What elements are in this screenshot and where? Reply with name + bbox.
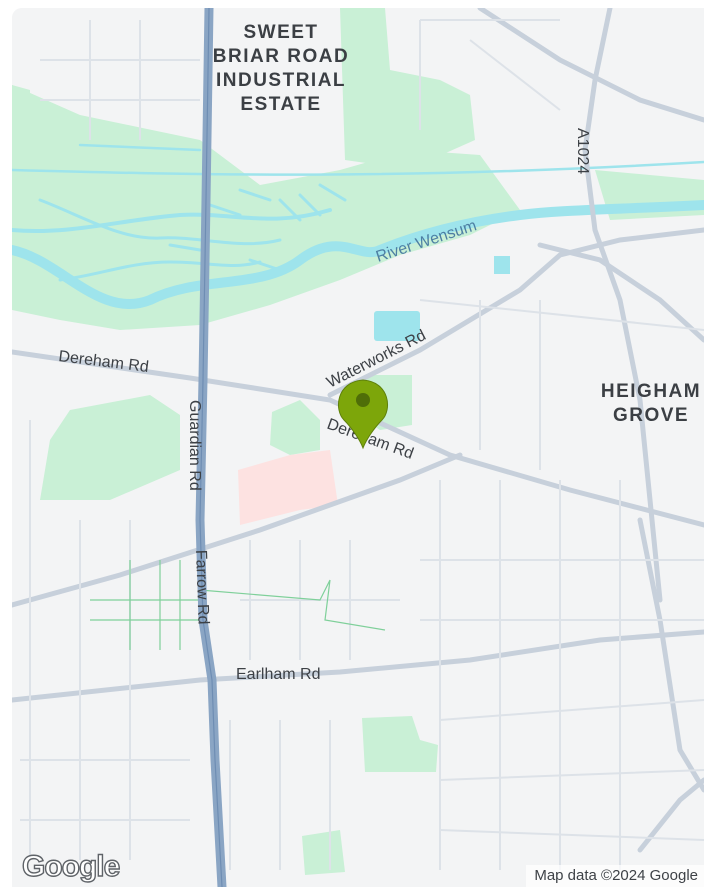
park-west-edge: [12, 85, 30, 180]
district-line: SWEET: [243, 22, 318, 43]
secondary-roads: [12, 8, 704, 853]
commercial-area: [238, 450, 338, 525]
district-line: HEIGHAM: [601, 381, 701, 402]
park-south: [362, 716, 438, 772]
waterways: [12, 143, 704, 310]
district-line: BRIAR ROAD: [213, 46, 349, 67]
district-line: INDUSTRIAL: [216, 70, 346, 91]
map-canvas[interactable]: SWEET BRIAR ROAD INDUSTRIAL ESTATE HEIGH…: [12, 8, 704, 887]
map-pin-icon[interactable]: [337, 379, 389, 450]
footpaths: [90, 560, 386, 650]
district-sweet-briar: SWEET BRIAR ROAD INDUSTRIAL ESTATE: [213, 22, 349, 115]
map-view[interactable]: SWEET BRIAR ROAD INDUSTRIAL ESTATE HEIGH…: [12, 8, 704, 887]
park-small: [270, 400, 320, 455]
district-line: GROVE: [613, 405, 689, 426]
park-far-south: [302, 830, 345, 875]
road-label-a1024: A1024: [574, 128, 591, 174]
reservoir: [374, 311, 420, 341]
main-roads: [195, 8, 227, 887]
river-wensum: [12, 200, 704, 310]
map-attribution[interactable]: Map data ©2024 Google: [526, 865, 704, 887]
road-label-earlham: Earlham Rd: [236, 666, 320, 683]
park-north: [340, 8, 475, 165]
road-label-farrow: Farrow Rd: [192, 550, 212, 625]
road-label-guardian: Guardian Rd: [186, 400, 203, 491]
district-heigham-grove: HEIGHAM GROVE: [601, 381, 701, 426]
pond: [494, 256, 510, 274]
google-logo: Google: [21, 849, 121, 883]
minor-streets: [20, 19, 704, 870]
park-dereham-west: [40, 395, 180, 500]
district-line: ESTATE: [240, 94, 321, 115]
